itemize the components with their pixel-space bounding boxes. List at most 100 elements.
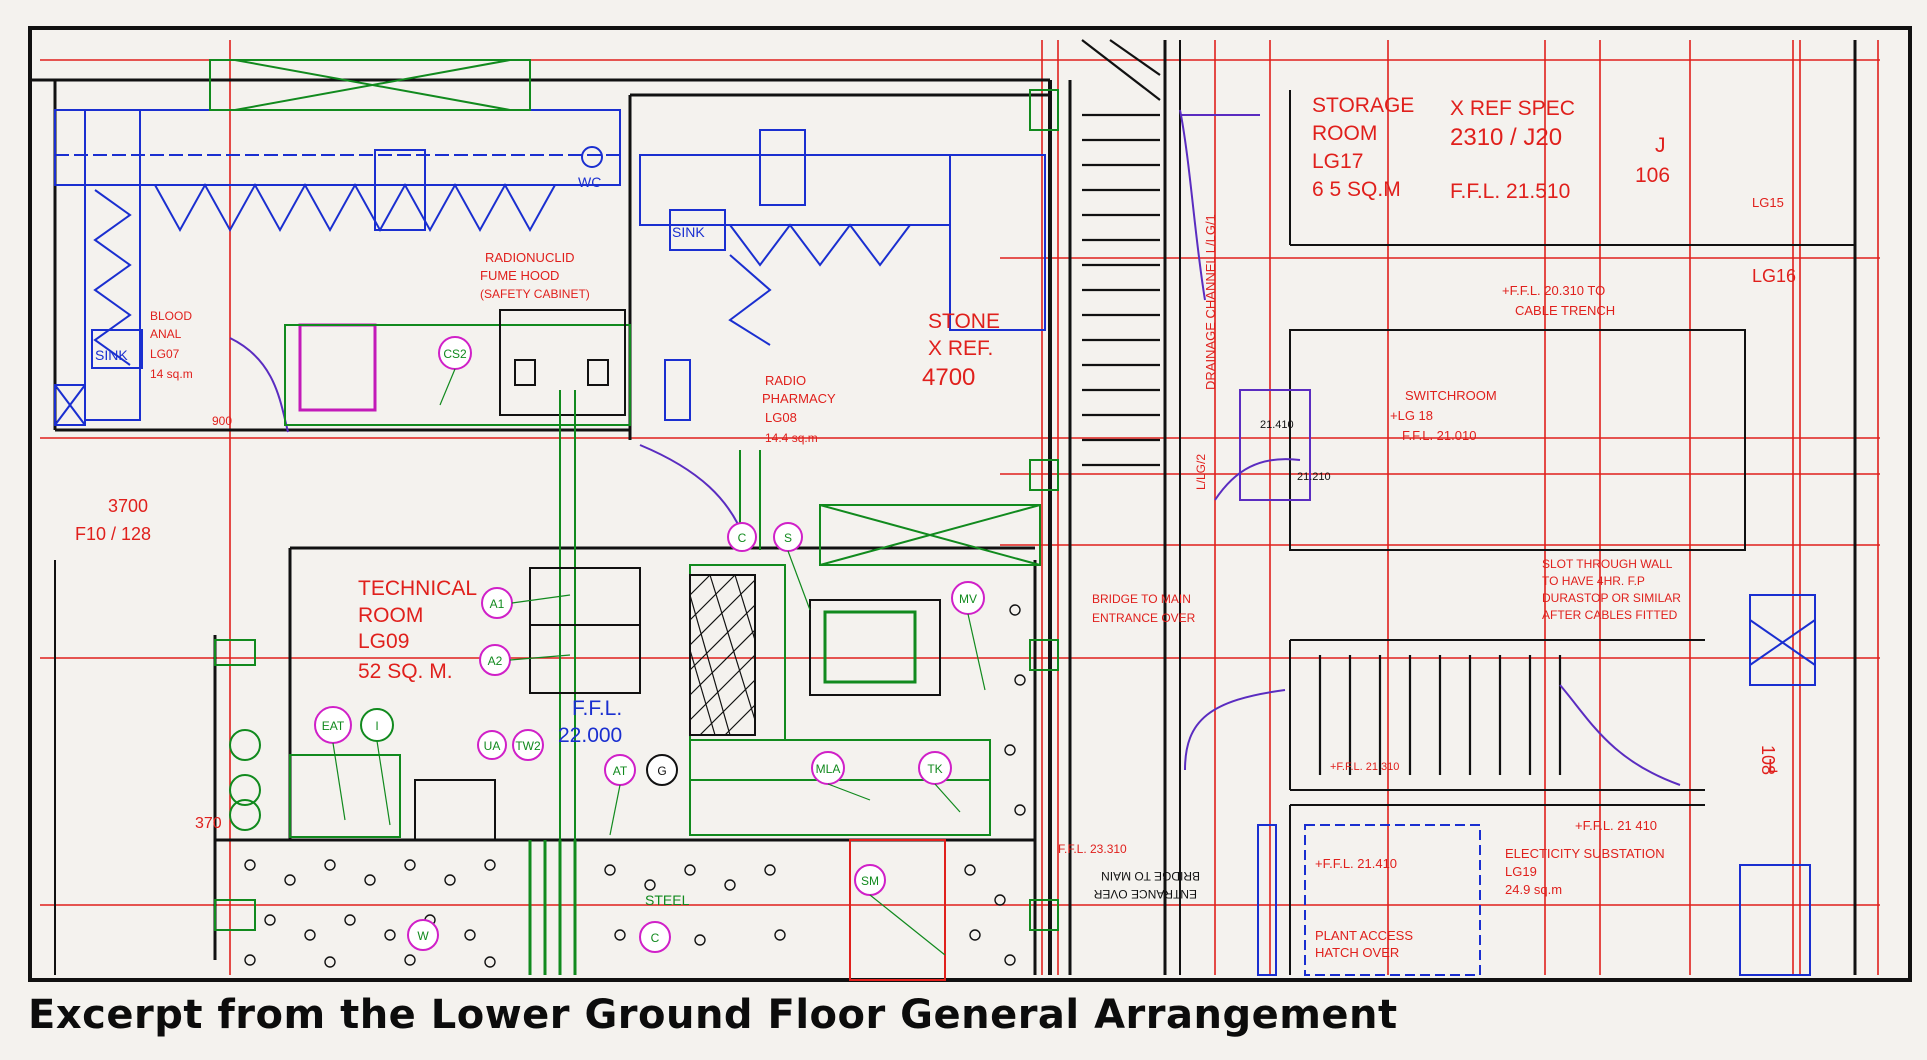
svg-text:EAT: EAT — [322, 719, 345, 733]
slot-l1: SLOT THROUGH WALL — [1542, 557, 1673, 571]
svg-text:CS2: CS2 — [443, 347, 467, 361]
bridge-label: BRIDGE TO MAIN ENTRANCE OVER — [1092, 592, 1196, 625]
storage-jnum: 106 — [1635, 164, 1670, 187]
drainage-channel-label: DRAINAGE CHANNEL L/LG/1 — [1203, 214, 1218, 390]
storage-ffl: F.F.L. 21.510 — [1450, 180, 1570, 203]
sink-label-2: SINK — [95, 347, 128, 363]
tag-c2: C — [639, 921, 671, 953]
ffl22-l1: F.F.L. — [572, 697, 622, 720]
substation-label: +F.F.L. 21 410 ELECTICITY SUBSTATION LG1… — [1505, 818, 1665, 897]
cable-l1: +F.F.L. 20.310 TO — [1502, 283, 1605, 298]
level-21210-label: 21.210 — [1297, 471, 1331, 483]
wc-label: WC — [578, 174, 601, 190]
tag-eat: EAT — [314, 706, 352, 744]
blood-l3: LG07 — [150, 347, 180, 361]
pharmacy-label: RADIO PHARMACY LG08 14.4 sq.m — [762, 373, 836, 445]
bridge-mirrored-label: ENTRANCE OVER BRIDGE TO MAIN — [1093, 869, 1200, 901]
blue-fittings — [54, 109, 1816, 976]
steel-label: STEEL — [645, 892, 690, 908]
substation-l1: ELECTICITY SUBSTATION — [1505, 846, 1665, 861]
plant-ffl: +F.F.L. 21.410 — [1315, 856, 1397, 871]
switch-l2: +LG 18 — [1390, 408, 1433, 423]
svg-text:W: W — [417, 929, 429, 943]
svg-text:C: C — [651, 931, 660, 945]
stone-l1: STONE — [928, 310, 1000, 333]
svg-text:A1: A1 — [490, 597, 505, 611]
radionuclid-l3: (SAFETY CABINET) — [480, 287, 590, 301]
svg-text:MLA: MLA — [816, 762, 841, 776]
blood-l4: 14 sq.m — [150, 367, 193, 381]
drawing-caption: Excerpt from the Lower Ground Floor Gene… — [28, 992, 1398, 1038]
substation-l2: LG19 — [1505, 864, 1537, 879]
plant-l2: HATCH OVER — [1315, 945, 1399, 960]
radionuclid-l2: FUME HOOD — [480, 268, 559, 283]
tag-mla: MLA — [811, 751, 845, 785]
slot-note-label: SLOT THROUGH WALL TO HAVE 4HR. F.P DURAS… — [1542, 557, 1681, 622]
slot-l2: TO HAVE 4HR. F.P — [1542, 574, 1645, 588]
tag-leaders — [332, 368, 986, 956]
svg-text:C: C — [738, 531, 747, 545]
svg-text:SM: SM — [861, 874, 879, 888]
tag-i: I — [360, 708, 394, 742]
substation-l3: 24.9 sq.m — [1505, 882, 1562, 897]
technical-l4: 52 SQ. M. — [358, 660, 453, 683]
pharmacy-l4: 14.4 sq.m — [765, 431, 818, 445]
tag-cs2: CS2 — [438, 336, 472, 370]
stone-l3: 4700 — [922, 364, 975, 391]
switch-l3: F.F.L. 21.010 — [1402, 428, 1476, 443]
blood-l2: ANAL — [150, 327, 182, 341]
dim-900-label: 900 — [212, 414, 232, 428]
technical-room-label: TECHNICAL ROOM LG09 52 SQ. M. — [358, 577, 477, 683]
level-21410-label: 21.410 — [1260, 419, 1294, 431]
technical-l3: LG09 — [358, 630, 409, 653]
svg-text:S: S — [784, 531, 792, 545]
level-21310-label: +F.F.L. 21 310 — [1330, 761, 1399, 773]
tag-at: AT — [604, 754, 636, 786]
svg-text:I: I — [375, 719, 378, 733]
dim3700-l2: F10 / 128 — [75, 524, 151, 544]
hatched-shaft — [689, 574, 756, 736]
dim-370-label: 370 — [195, 815, 222, 832]
tag-a1: A1 — [481, 587, 513, 619]
blood-analysis-label: BLOOD ANAL LG07 14 sq.m — [150, 309, 193, 381]
radionuclid-label: RADIONUCLID FUME HOOD (SAFETY CABINET) — [480, 250, 590, 301]
tag-tk: TK — [918, 751, 952, 785]
lg16-label: LG16 — [1752, 266, 1796, 286]
switchroom-label: SWITCHROOM +LG 18 F.F.L. 21.010 — [1390, 388, 1497, 443]
pharmacy-l3: LG08 — [765, 410, 797, 425]
ffl22-l2: 22.000 — [558, 724, 622, 747]
storage-ref: X REF SPEC — [1450, 97, 1575, 120]
red-gridlines — [40, 40, 1880, 975]
bridge-l1: BRIDGE TO MAIN — [1092, 592, 1191, 606]
tag-c: C — [727, 522, 757, 552]
cable-l2: CABLE TRENCH — [1515, 303, 1615, 318]
technical-l1: TECHNICAL — [358, 577, 477, 600]
llg2-label: L/LG/2 — [1194, 454, 1208, 490]
ffl-22000-label: F.F.L. 22.000 — [558, 697, 622, 747]
ffl-23310-label: F.F.L. 23.310 — [1058, 842, 1127, 856]
sink-label-1: SINK — [672, 224, 705, 240]
dim-3700-label: 3700 F10 / 128 — [75, 496, 151, 544]
slot-l4: AFTER CABLES FITTED — [1542, 608, 1678, 622]
dim3700-l1: 3700 — [108, 496, 148, 516]
tag-mv: MV — [951, 581, 985, 615]
tag-s: S — [773, 522, 803, 552]
staircase — [1081, 39, 1562, 775]
storage-j: J — [1655, 134, 1666, 157]
equipment-tags: CS2 C S A1 A2 MV EAT I UA TW2 AT G MLA T… — [314, 336, 985, 953]
tag-w: W — [407, 919, 439, 951]
radionuclid-l1: RADIONUCLID — [485, 250, 575, 265]
tag-tw2: TW2 — [512, 729, 544, 761]
plant-l1: PLANT ACCESS — [1315, 928, 1413, 943]
label-L: L — [1768, 756, 1778, 776]
bridge-l2: ENTRANCE OVER — [1092, 611, 1196, 625]
svg-text:A2: A2 — [488, 654, 503, 668]
bridge-mirror-l1: ENTRANCE OVER — [1093, 887, 1197, 901]
svg-text:G: G — [657, 764, 666, 778]
storage-room-label: STORAGE ROOM LG17 6 5 SQ.M X REF SPEC 23… — [1312, 94, 1670, 203]
green-services — [209, 59, 1059, 981]
storage-l3: LG17 — [1312, 150, 1363, 173]
svg-text:TW2: TW2 — [515, 739, 541, 753]
svg-text:TK: TK — [927, 762, 942, 776]
stone-l2: X REF. — [928, 337, 993, 360]
